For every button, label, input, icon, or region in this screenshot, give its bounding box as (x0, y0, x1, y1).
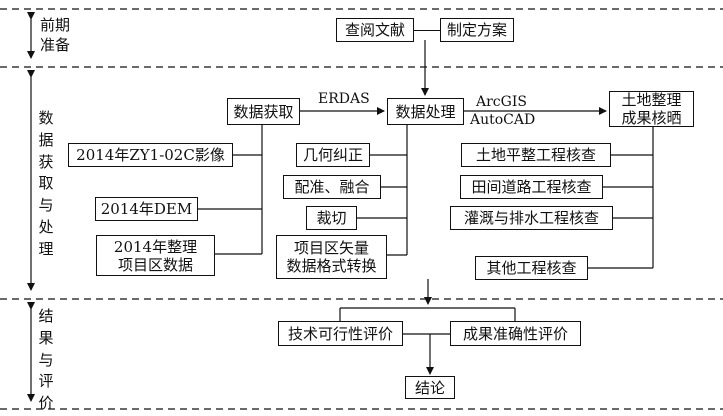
conclusion-box: 结论 (405, 376, 455, 399)
register-box: 配准、融合 (283, 175, 381, 199)
zy-image-box: 2014年ZY1-02C影像 (68, 143, 233, 167)
erdas-label: ERDAS (318, 91, 370, 107)
phase-label-acquire: 数据获取与处理 (38, 109, 54, 258)
literature-box: 查阅文献 (336, 18, 414, 42)
arcgis-label: ArcGIS (476, 94, 527, 110)
data-acquire-box: 数据获取 (227, 98, 300, 125)
clip-box: 裁切 (306, 206, 357, 230)
data-process-box: 数据处理 (387, 98, 464, 125)
land-check-box: 土地整理 成果核晒 (609, 91, 694, 127)
plan-box: 制定方案 (440, 18, 514, 42)
road-check-box: 田间道路工程核查 (460, 175, 603, 199)
format-convert-box: 项目区矢量 数据格式转换 (276, 235, 387, 279)
tech-eval-box: 技术可行性评价 (278, 321, 403, 346)
accuracy-eval-box: 成果准确性评价 (450, 321, 581, 346)
dem-box: 2014年DEM (95, 197, 198, 221)
phase-label-prep: 前期 准备 (40, 16, 71, 54)
geo-correct-box: 几何纠正 (296, 143, 370, 167)
land-level-check-box: 土地平整工程核查 (461, 143, 611, 167)
autocad-label: AutoCAD (470, 112, 536, 128)
phase-label-result: 结果与评价 (38, 307, 54, 412)
prep-link (414, 30, 440, 32)
project-data-box: 2014年整理 项目区数据 (96, 235, 215, 276)
irrigation-check-box: 灌溉与排水工程核查 (450, 206, 613, 230)
other-check-box: 其他工程核查 (475, 256, 588, 280)
